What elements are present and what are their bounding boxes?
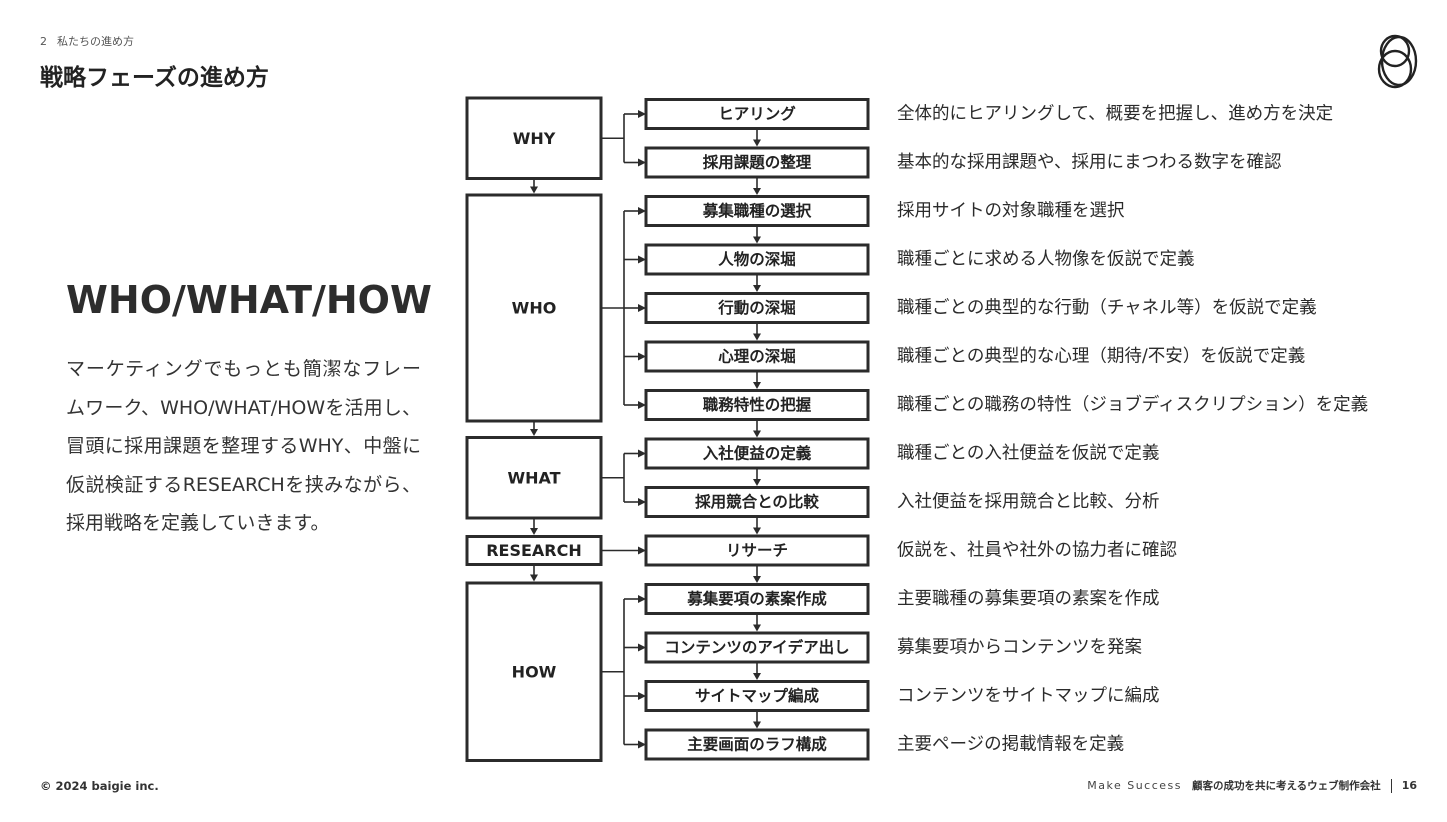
arrow-head: [638, 595, 646, 603]
arrow-head: [753, 576, 761, 583]
step-box: [644, 195, 870, 227]
phase-label: WHAT: [507, 468, 560, 487]
phase-label: WHY: [513, 129, 556, 148]
step-box: [644, 146, 870, 179]
step-label: 人物の深堀: [718, 250, 796, 269]
step-label: 募集職種の選択: [702, 201, 812, 220]
step-description: 募集要項からコンテンツを発案: [897, 638, 1142, 658]
breadcrumb: 2 私たちの進め方: [40, 33, 134, 49]
arrow-head: [753, 139, 761, 147]
arrow-head: [753, 382, 761, 389]
step-description: 仮説を、社員や社外の協力者に確認: [897, 541, 1177, 561]
step-box: [644, 583, 870, 615]
arrow-head: [753, 188, 761, 195]
step-box: [644, 486, 870, 518]
phase-label: RESEARCH: [486, 541, 582, 560]
hero-description: マーケティングでもっとも簡潔なフレームワーク、WHO/WHAT/HOWを活用し、…: [66, 358, 421, 534]
arrow-head: [638, 546, 646, 555]
phase-box: [465, 581, 603, 762]
arrow-head: [753, 673, 761, 680]
arrow-head: [638, 692, 646, 700]
step-label: サイトマップ編成: [695, 686, 820, 705]
arrow-head: [753, 333, 761, 341]
step-box: [644, 292, 870, 324]
page-title: 戦略フェーズの進め方: [40, 65, 269, 91]
page-number: 16: [1401, 779, 1417, 792]
arrow-head: [753, 527, 761, 535]
step-description: コンテンツをサイトマップに編成: [897, 686, 1160, 706]
step-box: [644, 680, 870, 712]
phase-box: [465, 436, 603, 520]
company-logo-icon: [1377, 34, 1418, 89]
step-box: [644, 389, 870, 421]
step-label: 心理の深堀: [718, 348, 796, 366]
arrow-head: [753, 624, 761, 632]
step-label: ヒアリング: [718, 104, 796, 123]
arrow-head: [753, 430, 761, 438]
arrow-head: [753, 285, 761, 292]
arrow-head: [753, 479, 761, 486]
arrow-head: [638, 449, 646, 458]
hero-title: WHO/WHAT/HOW: [66, 278, 432, 322]
step-description: 採用サイトの対象職種を選択: [897, 201, 1125, 221]
phase-box: [465, 535, 603, 566]
arrow-head: [753, 236, 761, 244]
step-label: 採用競合との比較: [695, 492, 819, 511]
phase-label: HOW: [512, 662, 557, 681]
step-label: 入社便益の定義: [703, 444, 812, 463]
step-label: コンテンツのアイデア出し: [664, 638, 849, 657]
step-description: 主要ページの掲載情報を定義: [897, 735, 1124, 755]
copyright: © 2024 baigie inc.: [40, 779, 159, 793]
step-label: 行動の深堀: [717, 298, 796, 317]
arrow-head: [638, 643, 646, 652]
step-box: [644, 243, 870, 276]
step-label: 職務特性の把握: [703, 395, 812, 414]
arrow-head: [638, 255, 646, 264]
arrow-head: [638, 110, 646, 118]
step-description: 主要職種の募集要項の素案を作成: [897, 589, 1160, 609]
arrow-head: [638, 401, 646, 409]
step-label: 主要画面のラフ構成: [687, 735, 827, 754]
arrow-head: [638, 158, 646, 167]
phase-box: [465, 96, 603, 180]
step-box: [644, 534, 870, 567]
arrow-head: [753, 721, 761, 729]
footer-divider: [1390, 778, 1392, 793]
arrow-head: [638, 207, 646, 215]
arrow-head: [638, 498, 646, 506]
arrow-head: [530, 429, 538, 436]
step-description: 全体的にヒアリングして、概要を把握し、進め方を決定: [897, 104, 1333, 124]
arrow-head: [530, 186, 538, 194]
footer-slogan: Make Success: [1087, 779, 1182, 792]
step-description: 職種ごとの入社便益を仮説で定義: [897, 444, 1159, 464]
phase-box: [465, 193, 603, 423]
phase-label: WHO: [512, 299, 557, 318]
step-box: [644, 437, 870, 470]
step-label: リサーチ: [726, 542, 788, 560]
arrow-head: [638, 740, 646, 749]
step-box: [644, 340, 870, 373]
step-box: [644, 98, 870, 130]
arrow-head: [530, 574, 538, 582]
step-box: [644, 631, 870, 664]
arrow-head: [638, 352, 646, 361]
footer-brand: Make Success 顧客の成功を共に考えるウェブ制作会社 16: [1087, 778, 1417, 793]
section-number: 2: [40, 35, 47, 48]
step-description: 職種ごとの典型的な心理（期待/不安）を仮説で定義: [897, 347, 1305, 367]
footer-tagline: 顧客の成功を共に考えるウェブ制作会社: [1192, 780, 1381, 792]
step-description: 職種ごとの典型的な行動（チャネル等）を仮説で定義: [897, 298, 1317, 318]
step-description: 職種ごとに求める人物像を仮説で定義: [897, 250, 1195, 270]
step-label: 募集要項の素案作成: [686, 589, 827, 608]
arrow-head: [530, 528, 538, 535]
step-box: [644, 728, 870, 761]
step-label: 採用課題の整理: [703, 153, 812, 172]
step-description: 職種ごとの職務の特性（ジョブディスクリプション）を定義: [897, 394, 1368, 415]
step-description: 基本的な採用課題や、採用にまつわる数字を確認: [897, 153, 1281, 173]
arrow-head: [638, 304, 646, 312]
step-description: 入社便益を採用競合と比較、分析: [897, 492, 1160, 512]
section-title: 私たちの進め方: [57, 35, 134, 48]
